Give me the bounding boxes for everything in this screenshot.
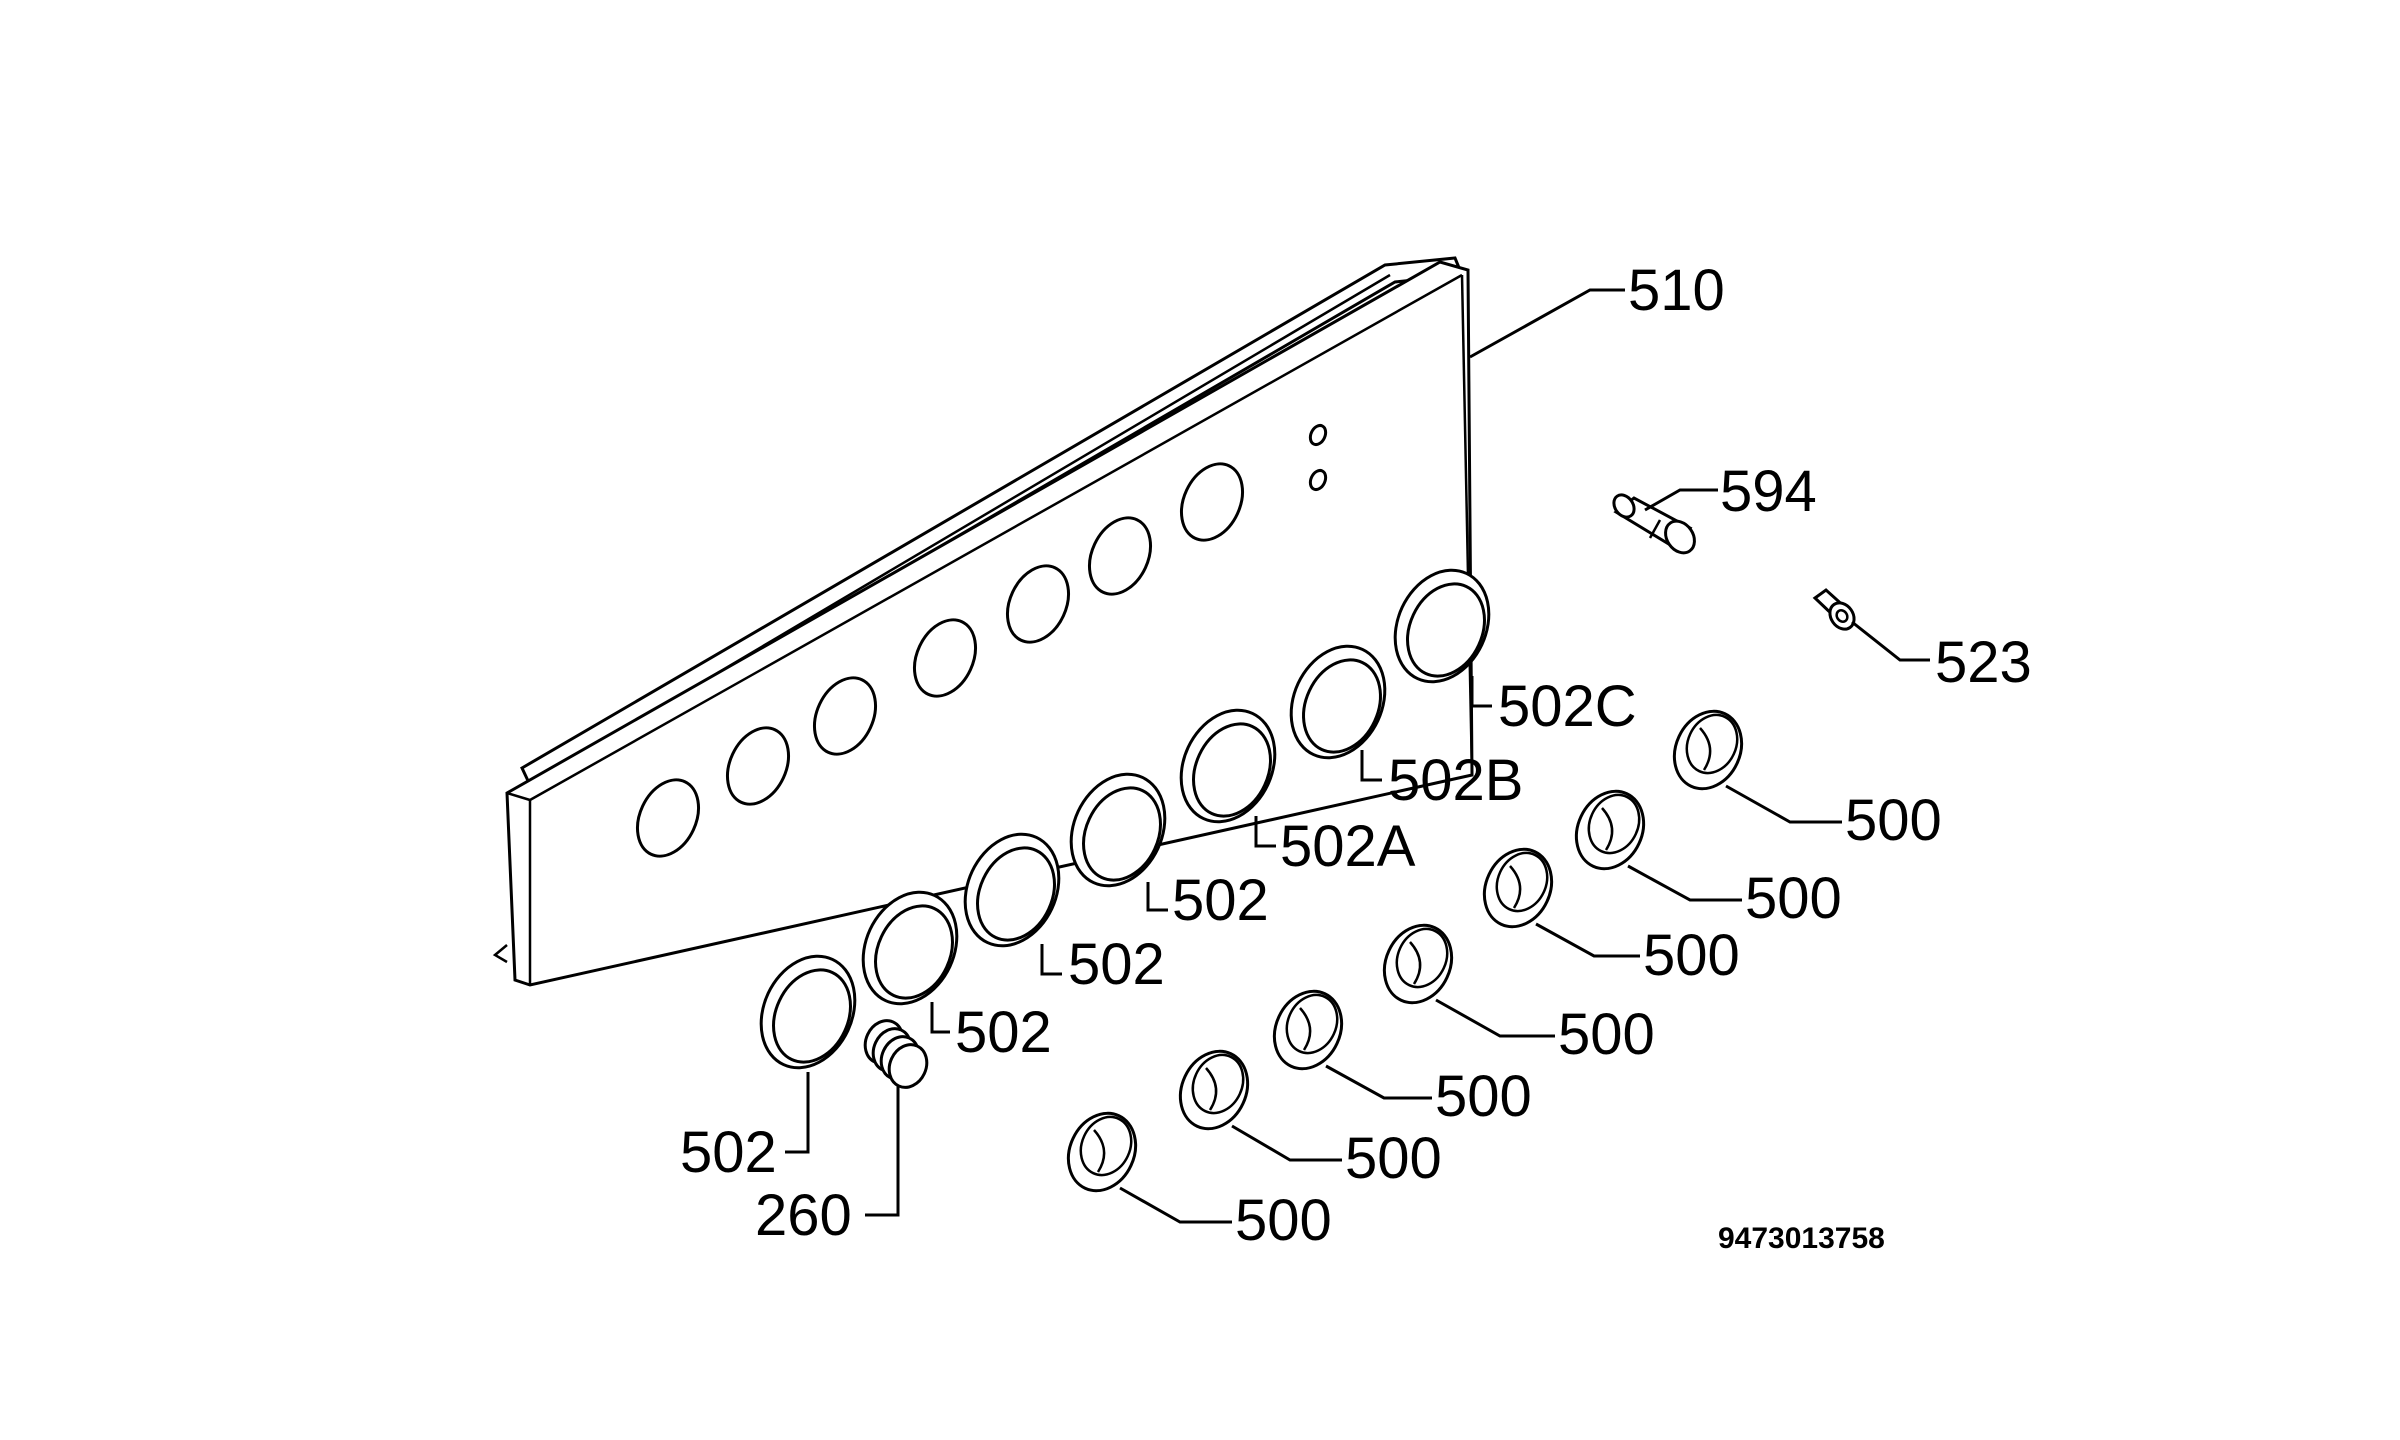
panel-hole-1 (636, 778, 700, 858)
label-500-knob-5: 500 (1643, 923, 1740, 988)
label-500-knob-6: 500 (1745, 866, 1842, 931)
spring (863, 1019, 929, 1089)
pin (1612, 493, 1696, 555)
knob-7 (1672, 709, 1744, 791)
knob-5 (1482, 847, 1554, 929)
label-500-knob-3: 500 (1435, 1064, 1532, 1129)
panel-hole-3 (813, 676, 877, 756)
screw (1812, 588, 1856, 631)
panel-hole-4 (913, 618, 977, 698)
label-502-ring-1: 502 (680, 1120, 777, 1185)
label-260: 260 (755, 1183, 852, 1248)
label-502c: 502C (1498, 674, 1637, 739)
label-594: 594 (1720, 459, 1817, 524)
panel-hole-7 (1180, 462, 1244, 542)
panel-hole-2 (726, 726, 790, 806)
bezel-ring-2 (861, 890, 959, 1006)
knob-4 (1382, 923, 1454, 1005)
indicator-hole-2 (1308, 468, 1328, 492)
label-502-ring-2: 502 (955, 1000, 1052, 1065)
label-523: 523 (1935, 630, 2032, 695)
knob-2 (1178, 1049, 1250, 1131)
panel-hole-6 (1088, 516, 1152, 596)
bezel-ring-5 (1179, 708, 1277, 824)
label-510: 510 (1628, 258, 1725, 323)
drawing-code: 9473013758 (1718, 1222, 1885, 1255)
label-502b: 502B (1388, 748, 1523, 813)
knobs (1066, 709, 1744, 1193)
label-502a: 502A (1280, 814, 1416, 879)
panel-hole-5 (1006, 564, 1070, 644)
knob-3 (1272, 989, 1344, 1071)
bezel-ring-3 (963, 832, 1061, 948)
bezel-rings (759, 568, 1491, 1070)
label-500-knob-4: 500 (1558, 1002, 1655, 1067)
bezel-ring-6 (1289, 644, 1387, 760)
label-500-knob-7: 500 (1845, 788, 1942, 853)
label-500-knob-2: 500 (1345, 1126, 1442, 1191)
bezel-ring-7 (1393, 568, 1491, 684)
label-502-ring-4: 502 (1172, 868, 1269, 933)
label-500-knob-1: 500 (1235, 1188, 1332, 1253)
knob-1 (1066, 1111, 1138, 1193)
bezel-ring-4 (1069, 772, 1167, 888)
knob-6 (1574, 789, 1646, 871)
bezel-ring-1 (759, 954, 857, 1070)
label-502-ring-3: 502 (1068, 932, 1165, 997)
indicator-hole-1 (1308, 423, 1328, 447)
